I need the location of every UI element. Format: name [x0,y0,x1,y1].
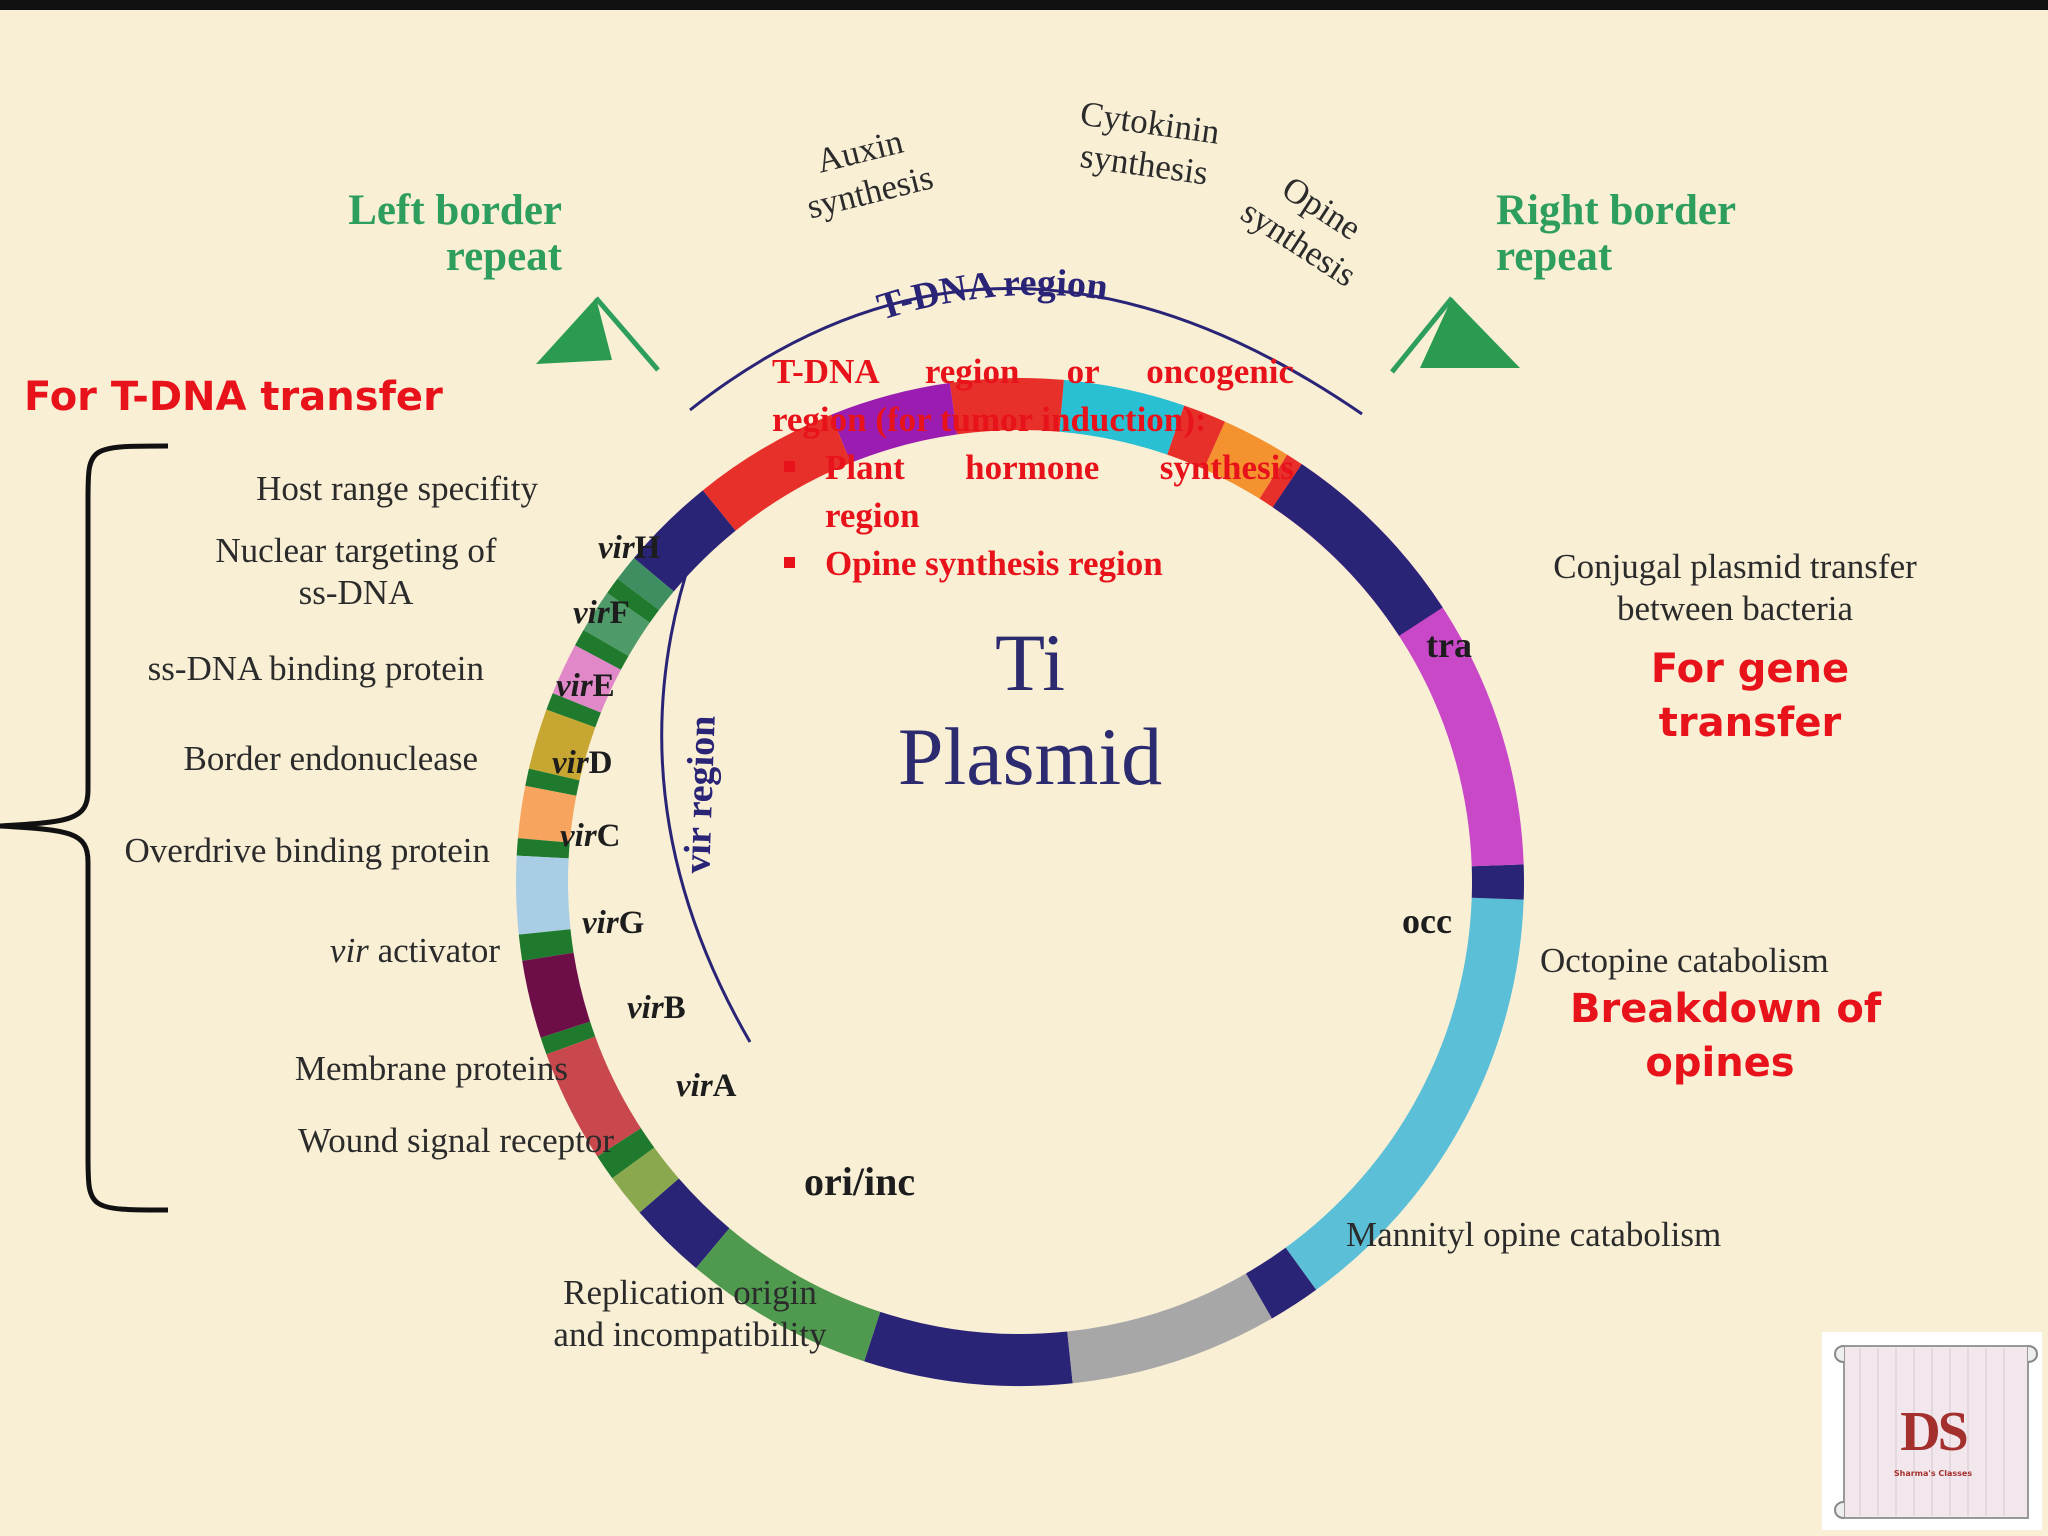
overdrive-binding-label: Overdrive binding protein [124,831,490,870]
t-dna-bullet-list: Plant hormone synthesis region Opine syn… [772,444,1294,588]
ring-segment [1272,464,1443,637]
ring-segment [696,1228,881,1362]
ring-segment [597,1128,655,1179]
ori-inc-gene-label: ori/inc [804,1159,916,1204]
left-border-repeat-label: Left border repeat [348,187,562,281]
right-border-flag [1420,298,1520,368]
top-border [0,0,2048,10]
membrane-proteins-label: Membrane proteins [294,1049,568,1088]
ring-segment [702,414,851,531]
ring-segment [633,490,736,592]
virC-gene-label: virC [560,818,621,854]
right-border-flag-pole [1390,296,1454,374]
t-dna-region-label: T-DNA region [872,262,1110,329]
bullet-square [784,461,795,472]
ring-segment [516,855,571,935]
ring-segment [522,952,591,1038]
t-dna-arc [689,287,1363,416]
left-border-flag-pole [594,296,660,372]
logo-name: Sharma's Classes [1893,1469,1973,1478]
ring-segment [612,1147,680,1213]
mannityl-catabolism-label: Mannityl opine catabolism [1346,1215,1722,1254]
ring-segment [516,838,570,859]
ss-dna-binding-label: ss-DNA binding protein [147,649,484,688]
ring-segment [1059,379,1185,455]
virE-gene-label: virE [556,668,615,704]
ring-segment [949,378,1064,435]
t-dna-transfer-label: For T-DNA transfer [24,374,443,420]
ring-segment [831,382,958,464]
ring-segment [517,785,577,843]
t-dna-description: T-DNA region or oncogenic region (for tu… [772,348,1294,588]
bullet-plant-hormone: Plant hormone synthesis region [772,444,1294,540]
ring-segment [1203,421,1288,499]
logo-letters: DS [1900,1401,1969,1463]
replication-origin-label: Replication origin and incompatibility [553,1273,827,1354]
virB-gene-label: virB [627,990,686,1026]
ds-logo-scroll [1822,1332,2042,1530]
ring-segment [574,630,629,670]
ring-segment [518,929,574,961]
vir-activator-label: vir activator [329,931,500,970]
ring-segment [1285,897,1524,1290]
virG-gene-label: virG [582,905,645,941]
virH-gene-label: virH [598,530,661,566]
ring-segment [639,1178,730,1269]
vir-arc [660,554,752,1043]
virF-gene-label: virF [573,595,630,631]
ring-segment [1066,1273,1272,1384]
bullet-opine-synthesis: Opine synthesis region [772,540,1294,588]
gene-transfer-label: For gene transfer [1650,646,1850,746]
right-border-repeat-label: Right border repeat [1496,187,1737,281]
ring-segment [583,592,650,657]
host-range-label: Host range specifity [256,469,538,508]
ring-segment [525,768,580,796]
ti-plasmid-title: Ti Plasmid [897,617,1163,802]
ring-segment [607,578,660,623]
border-endonuclease-label: Border endonuclease [183,739,478,778]
nuclear-targeting-label: Nuclear targeting of ss-DNA [215,531,497,612]
vir-region-label: vir region [676,715,723,874]
ring-segment [1245,1247,1317,1319]
bullet-square [784,557,795,568]
breakdown-label: Breakdown of opines [1570,986,1882,1086]
virD-gene-label: virD [552,745,613,781]
left-border-flag [536,298,612,364]
virA-gene-label: virA [676,1068,737,1104]
ring-segment [540,1021,596,1055]
ring-segment [546,693,601,728]
ring-segment [864,1311,1073,1386]
ring-segment [617,558,674,611]
ring-segment [546,1036,642,1157]
conjugal-transfer-label: Conjugal plasmid transfer between bacter… [1553,547,1917,628]
occ-gene-label: occ [1402,901,1452,941]
wound-signal-label: Wound signal receptor [298,1121,614,1160]
ring-segment [528,709,596,781]
ring-segment [1166,405,1225,470]
tra-gene-label: tra [1426,625,1472,665]
ring-segment [552,645,622,713]
bracket [0,443,169,1213]
octopine-catabolism-label: Octopine catabolism [1540,941,1829,980]
